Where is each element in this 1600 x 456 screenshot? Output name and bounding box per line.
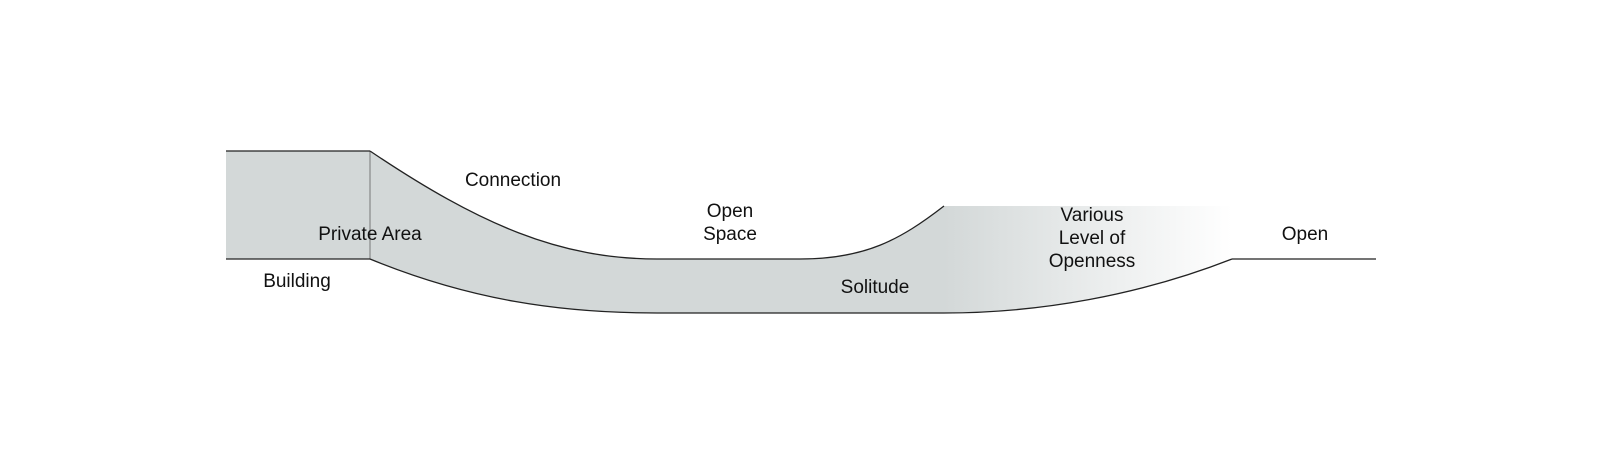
lower-curve-line [369,258,1233,314]
connection-band [370,151,944,313]
building-label: Building [263,271,331,292]
private-area-label: Private Area [318,224,422,245]
upper-curve-line [369,150,945,260]
solitude-label: Solitude [840,277,910,298]
various-openness-label: Various Level of Openness [1048,205,1136,272]
openness-gradient-zone [944,206,1232,313]
open-label: Open [1281,224,1329,245]
building-block [226,151,370,259]
connection-label: Connection [464,170,562,191]
open-space-label: Open Space [703,201,757,245]
